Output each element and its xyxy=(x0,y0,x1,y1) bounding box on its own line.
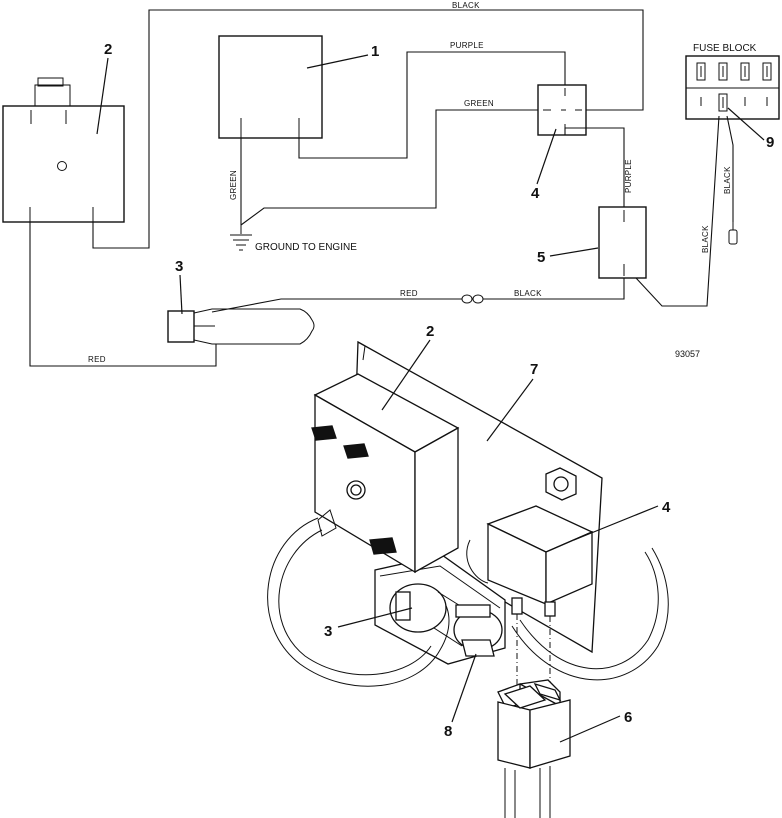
wire-label-red-mid: RED xyxy=(400,289,418,298)
component-2-box xyxy=(2,77,125,223)
wire-label-black-mid: BLACK xyxy=(514,289,542,298)
wire-label-black-top: BLACK xyxy=(452,1,480,10)
callout-2-schematic: 2 xyxy=(104,41,112,58)
component-5-box xyxy=(598,206,647,279)
nut-bolt xyxy=(545,467,577,501)
callout-1: 1 xyxy=(371,43,379,60)
wire-label-purple-vertical: PURPLE xyxy=(624,159,633,193)
callout-3-schematic: 3 xyxy=(175,258,183,275)
black-lead-terminal xyxy=(728,222,738,245)
callout-9: 9 xyxy=(766,134,774,151)
component-4-illustration xyxy=(486,505,594,617)
callout-6: 6 xyxy=(624,709,632,726)
wire-label-black-lead: BLACK xyxy=(723,166,732,194)
wire-label-green-mid: GREEN xyxy=(464,99,494,108)
callout-3-illustration: 3 xyxy=(324,623,332,640)
component-3-bulb xyxy=(167,308,315,345)
wires xyxy=(29,9,734,367)
component-4-box xyxy=(537,84,587,136)
wire-label-red-bottom: RED xyxy=(88,355,106,364)
callout-2-illustration: 2 xyxy=(426,323,434,340)
figure-ref: 93057 xyxy=(675,349,700,359)
callouts-illustration: 2 7 4 3 8 6 xyxy=(324,323,671,743)
callout-5: 5 xyxy=(537,249,545,266)
fuse-block xyxy=(685,55,780,120)
inline-connector xyxy=(461,294,484,304)
ground-label: GROUND TO ENGINE xyxy=(255,242,357,253)
callouts-schematic: 1 2 3 4 5 9 xyxy=(96,41,774,315)
wire-label-purple-top: PURPLE xyxy=(450,41,484,50)
component-8-clip xyxy=(461,639,495,657)
cable-loops xyxy=(267,517,669,687)
fuse-block-label: FUSE BLOCK xyxy=(693,43,757,54)
ground-symbol xyxy=(230,225,252,251)
wire-label-green-vertical: GREEN xyxy=(229,170,238,200)
callout-4-schematic: 4 xyxy=(531,185,540,202)
component-1-box xyxy=(218,35,323,139)
callout-4-illustration: 4 xyxy=(662,499,671,516)
callout-8: 8 xyxy=(444,723,452,740)
wire-label-black-fuse: BLACK xyxy=(701,225,710,253)
callout-7: 7 xyxy=(530,361,538,378)
component-2-illustration xyxy=(311,373,460,574)
component-6-connector xyxy=(497,679,571,818)
